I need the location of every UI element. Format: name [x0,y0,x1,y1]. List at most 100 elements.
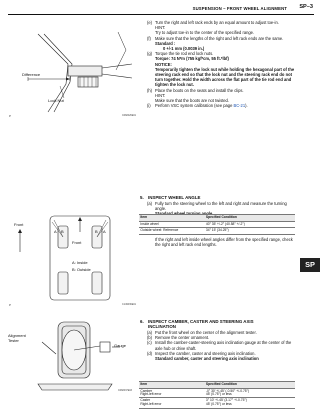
step-g-torque: Torque: 74 N*m (755 kgf*cm, 55 ft.*lbf) [155,56,229,62]
table-cell-item: Caster [140,398,151,403]
table-header-row: Item Specified Condition [139,214,295,222]
step-f-standard-label: Standard : [155,40,176,46]
step-h-hint-text: Make sure that the boots are not twisted… [155,98,229,104]
table-cell-item: Right-left error [140,392,162,397]
step-h-hint-label: HINT: [155,92,166,98]
figure-alignment-tester: Alignment Tester Gauge C082037E03 [8,318,138,394]
page-header: SUSPENSION – FRONT WHEEL ALIGNMENT SP–3 [0,0,320,16]
section-5-heading: 5. INSPECT WHEEL ANGLE [140,195,295,200]
table-cell-item: Camber [140,388,153,393]
table-cell: Camber Right-left error [139,387,205,398]
header-rule [8,14,314,16]
section-5-steps: (a) Fully turn the steering wheel to the… [147,201,295,217]
figure-code: C082026E01 [122,114,136,117]
section-6-step-b-text: Remove the center ornament. [155,335,210,341]
section-6-step-c-marker: (c) [147,340,152,346]
section-5-note: If the right and left inside wheel angle… [155,237,295,247]
label-lock-nut: Lock Nut [48,98,64,103]
table-cell: 3° 10' +/-45' (3.17° +/-0.75°) 45' (0.75… [204,397,295,409]
figure-code: C149036E01 [122,303,136,306]
label-b-left: B [61,229,64,234]
section-6-step-a-marker: (a) [147,330,153,335]
step-f-text: Make sure that the lengths of the right … [155,35,284,41]
table-row: Camber Right-left error -0° 30' +/-45' (… [139,387,295,398]
table-cell-value: 45' (0.75°) or less [205,392,232,397]
table-cell-item: Right-left error [140,402,162,407]
step-f-marker: (f) [147,35,151,41]
table-cell: Inside wheel [139,220,205,229]
table-cell-value: 3° 10' +/-45' (3.17° +/-0.75°) [205,398,247,403]
table-row: Inside wheel 40° 35' +/-2° (40.58° +/-2°… [139,220,295,229]
rack-end-drawing [27,31,133,113]
label-gauge: Gauge [114,343,127,348]
section-5-standard-heading: Standard wheel turning angle [155,211,295,216]
label-b-right: B [95,229,98,234]
page-number: SP–3 [299,4,313,10]
label-a-right: A [103,229,106,234]
table-cell-value: 45' (0.75°) or less [205,402,232,407]
section-5-number: 5. [140,195,144,200]
table-header-item: Item [139,381,205,389]
section-5-step-a-text: Fully turn the steering wheel to the lef… [155,201,287,212]
step-g-notice-label: NOTICE: [155,61,172,67]
step-h-text: Place the boots on the seats and install… [155,87,244,93]
section-6-step-a-text: Put the front wheel on the center of the… [155,330,257,335]
wheel-angle-spec-table: Item Specified Condition Inside wheel 40… [139,214,295,236]
camber-caster-spec-table: Item Specified Condition Camber Right-le… [139,381,295,409]
page-link-bc21[interactable]: BC-21 [233,103,246,109]
table-cell: 40° 35' +/-2° (40.58° +/-2°) [204,220,295,229]
section-6-step-c-text: Install the camber-caster-steering axis … [155,340,292,351]
section-6-number: 6. [140,319,144,324]
table-row: Caster Right-left error 3° 10' +/-45' (3… [139,397,295,409]
label-tester: Tester [8,338,19,343]
step-i-text-before: Perform VSC system calibration (see page [155,103,234,109]
section-5-title: INSPECT WHEEL ANGLE [148,195,201,200]
step-f-standard-value: 0 +/-1 mm (0.0039 in.) [163,46,205,52]
table-cell: Caster Right-left error [139,397,205,409]
section-6-step-d-marker: (d) [147,350,153,356]
label-a-left: A [54,229,57,234]
figure-wheel-turning-angle: Front A B B A Front A: Inside B: Outside… [8,202,138,308]
step-e-hint-label: HINT: [155,25,166,31]
page-title: SUSPENSION – FRONT WHEEL ALIGNMENT [192,6,287,11]
table-header-row: Item Specified Condition [139,381,295,389]
table-header-item: Item [139,214,205,222]
figure-corner-mark: P [9,114,12,118]
section-6-step-d-text: Inspect the camber, caster and steering … [155,350,256,356]
wheel-angle-drawing [18,215,111,301]
alignment-tester-drawing [37,321,120,391]
section-tab-sp: SP [300,258,320,272]
step-i-text-after: ). [245,103,248,109]
section-6-step-b-marker: (b) [147,335,153,341]
step-g-notice-text: Temporarily tighten the lock nut while h… [155,66,295,88]
table-header-condition: Specified Condition [204,214,295,222]
section-6-title-line2: INCLINATION [148,324,176,330]
section-6-standard-heading: Standard camber, caster and steering axi… [155,356,259,362]
step-e-text: Turn the right and left rack ends by an … [155,20,279,25]
step-g-text: Torque the tie rod end lock nuts. [155,51,214,57]
steps-top: (e) Turn the right and left rack ends by… [147,20,295,108]
step-e-hint-text: Try to adjust toe-in to the center of th… [155,30,255,36]
figure-corner-mark: P [9,303,12,307]
table-cell-value: -0° 30' +/-45' (-0.50° +/-0.75°) [205,388,250,393]
section-5-note-text: If the right and left inside wheel angle… [155,237,293,248]
label-front-outer: Front [14,222,24,227]
label-a-inside: A: Inside [72,260,88,265]
table-cell: Outside wheel: Reference [139,227,205,236]
table-header-condition: Specified Condition [204,381,295,389]
section-6-title-line1: INSPECT CAMBER, CASTER AND STEERING AXIS [148,319,254,324]
figure-code: C082037E03 [118,389,132,392]
label-b-outside: B: Outside [72,267,91,272]
table-row: Outside wheel: Reference 34° 15' (34.25°… [139,227,295,236]
table-cell: -0° 30' +/-45' (-0.50° +/-0.75°) 45' (0.… [204,387,295,398]
section-5-step-a-marker: (a) [147,201,153,206]
step-h-marker: (h) [147,87,153,93]
step-i-marker: (i) [147,103,151,109]
section-6-heading: 6. INSPECT CAMBER, CASTER AND STEERING AX… [140,319,298,329]
step-g-marker: (g) [147,51,153,57]
table-cell: 34° 15' (34.25°) [204,227,295,236]
step-e-marker: (e) [147,20,153,25]
label-front-inner: Front [72,240,82,245]
figure-rack-end-lengths: Difference Lock Nut C082026E01 P [8,24,138,120]
label-difference: Difference [22,72,41,77]
